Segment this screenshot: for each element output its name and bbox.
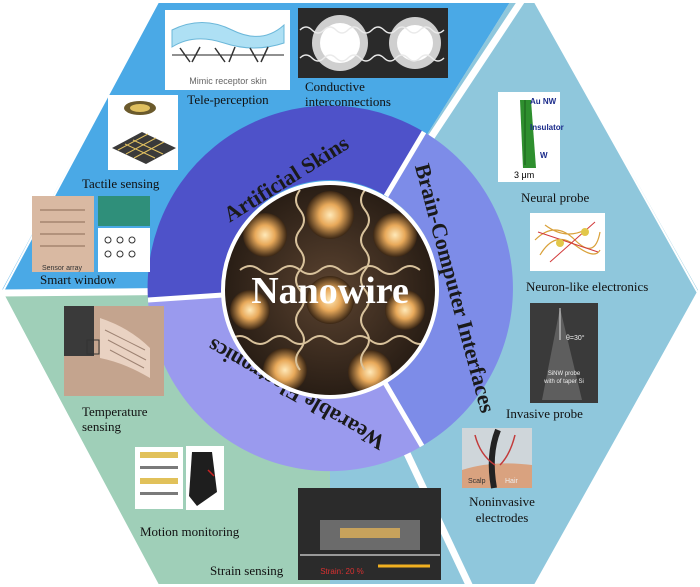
neuron-like-image xyxy=(530,213,605,271)
caption-smart-window: Smart window xyxy=(40,272,117,287)
caption-motion: Motion monitoring xyxy=(140,524,240,539)
svg-text:Insulator: Insulator xyxy=(530,123,564,132)
svg-text:Scalp: Scalp xyxy=(468,478,486,485)
caption-invasive-probe: Invasive probe xyxy=(506,406,583,421)
tactile-sensing-image xyxy=(108,95,178,170)
tele-perception-image: Mimic receptor skin xyxy=(165,10,290,90)
svg-text:with of taper Si: with of taper Si xyxy=(543,379,584,385)
svg-text:SiNW probe: SiNW probe xyxy=(548,371,581,377)
svg-text:W: W xyxy=(540,151,548,160)
svg-text:Strain: 20 %: Strain: 20 % xyxy=(320,567,364,576)
ring-artificial-skins xyxy=(147,105,424,300)
center-label: Nanowire xyxy=(251,270,409,312)
svg-text:Mimic receptor skin: Mimic receptor skin xyxy=(189,76,267,86)
svg-text:Sensor array: Sensor array xyxy=(42,265,83,272)
svg-text:Au NW: Au NW xyxy=(530,97,557,106)
center-nanowire-image xyxy=(223,183,437,397)
caption-strain: Strain sensing xyxy=(210,563,284,578)
smart-window-image: Sensor array xyxy=(32,196,150,272)
invasive-probe-image: θ=30° SiNW probe with of taper Si xyxy=(530,303,598,403)
neural-probe-image: Au NW Insulator W 3 μm xyxy=(498,92,564,182)
caption-noninvasive-2: electrodes xyxy=(476,510,529,525)
ring-wearable xyxy=(148,295,422,472)
ring-brain-computer xyxy=(384,132,513,446)
caption-neuron-like: Neuron-like electronics xyxy=(526,279,648,294)
svg-text:θ=30°: θ=30° xyxy=(566,334,585,342)
caption-conductive-2: interconnections xyxy=(305,94,391,109)
noninvasive-electrodes-image: Scalp Hair xyxy=(462,428,532,489)
motion-monitoring-image xyxy=(135,446,224,510)
svg-text:Hair: Hair xyxy=(505,478,519,485)
caption-tele-perception: Tele-perception xyxy=(187,92,269,107)
caption-neural-probe: Neural probe xyxy=(521,190,589,205)
conductive-interconnections-image xyxy=(298,8,448,78)
svg-text:3 μm: 3 μm xyxy=(514,170,534,180)
temperature-sensing-image xyxy=(64,306,164,396)
caption-temperature-1: Temperature xyxy=(82,404,148,419)
strain-sensing-image: Strain: 20 % xyxy=(298,488,441,580)
caption-tactile: Tactile sensing xyxy=(82,176,160,191)
caption-conductive-1: Conductive xyxy=(305,79,365,94)
caption-temperature-2: sensing xyxy=(82,419,122,434)
caption-noninvasive-1: Noninvasive xyxy=(469,494,535,509)
